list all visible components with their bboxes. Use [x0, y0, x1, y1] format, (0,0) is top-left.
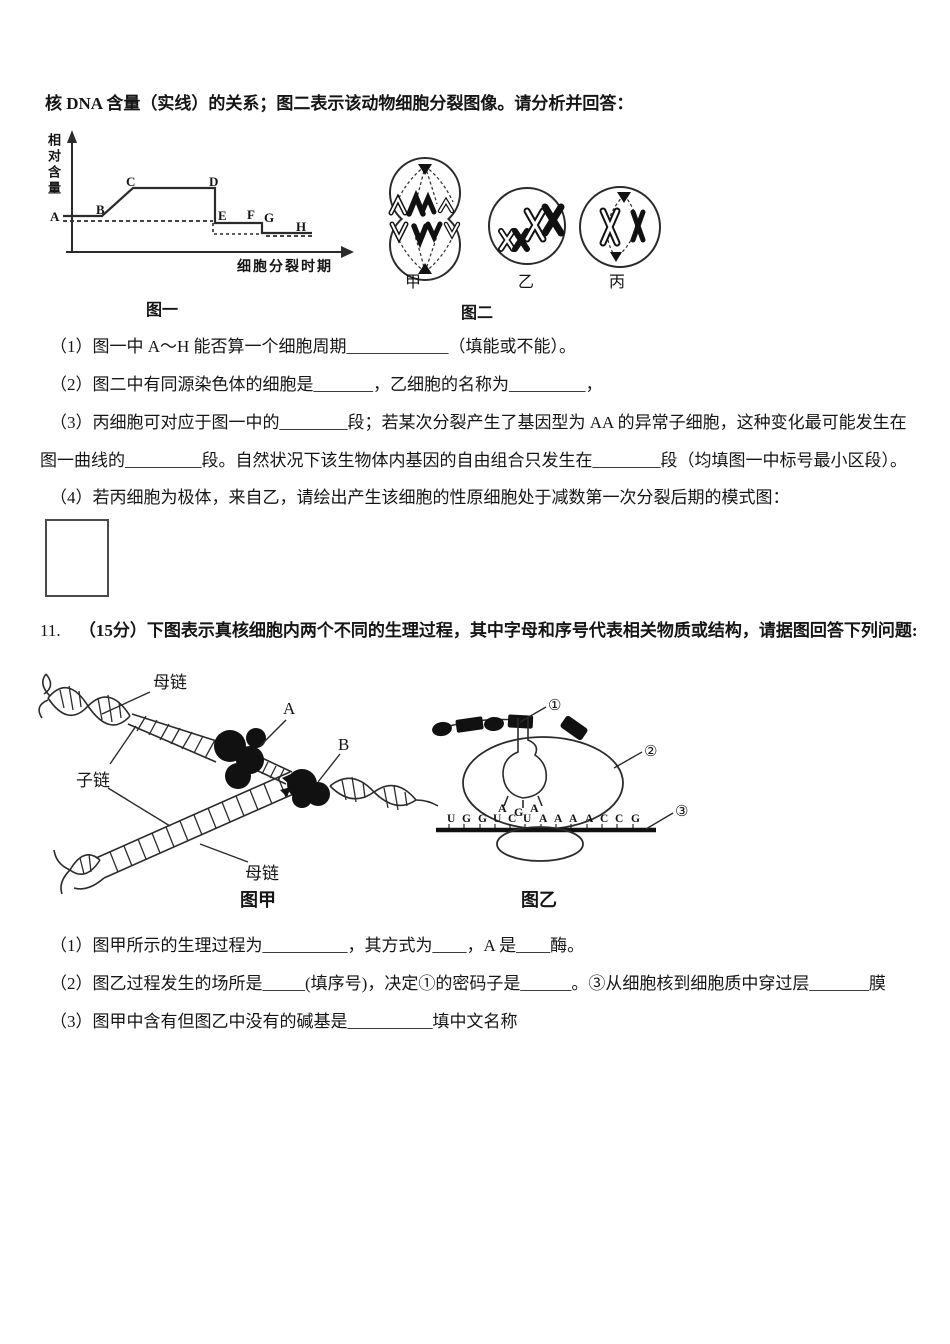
- x-axis-label: 细胞分裂时期: [237, 258, 333, 275]
- cell-label-bing: 丙: [609, 274, 625, 291]
- fig1-point-h: H: [296, 219, 306, 234]
- spindle-fibers: [615, 194, 637, 259]
- cell-bing-membrane: [579, 186, 661, 268]
- mrna-letter: A: [585, 813, 594, 825]
- ribosome-small-oval: [496, 826, 584, 862]
- mrna-letter: U: [447, 813, 456, 825]
- figure-jia-dna-replication: 母链 A B 子链 母链: [38, 673, 439, 895]
- spindle-pole-icon: [418, 263, 432, 274]
- cell-label-jia: 甲: [405, 274, 421, 291]
- marker-3: ③: [675, 804, 688, 820]
- cell-yi: [488, 187, 566, 265]
- question-line: （1）图甲所示的生理过程为__________，其方式为____，A 是____…: [50, 936, 585, 955]
- question-line: （3）图甲中含有但图乙中没有的碱基是__________填中文名称: [50, 1012, 518, 1031]
- answer-box: [45, 519, 109, 597]
- fig1-point-f: F: [247, 207, 255, 222]
- cell-yi-membrane: [488, 187, 566, 265]
- leader-lines: [101, 691, 341, 863]
- mrna-letter: C: [615, 813, 623, 825]
- figure-jia-caption: 图甲: [240, 890, 276, 910]
- trna-shape: [502, 718, 548, 808]
- cell-bing: [579, 186, 661, 268]
- fig1-point-a: A: [50, 209, 60, 224]
- chromosomes: [599, 207, 646, 247]
- x-axis-arrow-icon: [341, 246, 354, 258]
- question-score: （15分）: [78, 621, 147, 640]
- enzyme-b-blob: [280, 769, 330, 808]
- base-pair-rungs: [59, 685, 408, 875]
- enzyme-b-label: B: [338, 735, 349, 754]
- mrna-letter: A: [569, 813, 578, 825]
- question-number: 11.: [40, 621, 61, 640]
- anticodon-letter: G: [514, 805, 523, 819]
- mrna-letter: C: [508, 813, 516, 825]
- question-line: 图一曲线的_________段。自然状况下该生物体内基因的自由组合只发生在___…: [40, 451, 907, 470]
- spindle-fibers: [396, 165, 454, 273]
- figure2-cells: 甲 乙 丙: [388, 157, 661, 291]
- question-line: （2）图二中有同源染色体的细胞是_______，乙细胞的名称为_________…: [50, 375, 603, 394]
- spindle-pole-icon: [617, 192, 631, 203]
- figure2-caption: 图二: [461, 305, 494, 322]
- mother-strand-label-top: 母链: [153, 673, 187, 692]
- cell-jia: [388, 157, 461, 281]
- mrna-letter: G: [478, 813, 487, 825]
- figure1-caption: 图一: [146, 302, 179, 319]
- mrna-codon-letters: U G G U C U A A A A C C G: [447, 813, 640, 825]
- marker-1: ①: [548, 698, 561, 714]
- anticodon-letter: A: [498, 801, 507, 815]
- fig1-point-g: G: [264, 210, 274, 225]
- leader-lines: [519, 706, 674, 830]
- question-line: （1）图一中 A～H 能否算一个细胞周期____________（填能或不能）。: [50, 337, 577, 356]
- question-line: （2）图乙过程发生的场所是_____(填序号)，决定①的密码子是______。③…: [50, 974, 886, 993]
- fig1-point-c: C: [126, 174, 135, 189]
- mrna-letter: U: [523, 813, 532, 825]
- chromosomes: [388, 189, 461, 249]
- cell-jia-membrane: [389, 157, 461, 281]
- question-11-header: 11. （15分）下图表示真核细胞内两个不同的生理过程，其中字母和序号代表相关物…: [40, 620, 918, 642]
- fig1-point-b: B: [96, 202, 105, 217]
- free-amino-acid: [560, 715, 588, 741]
- cell-label-yi: 乙: [518, 274, 534, 291]
- mrna-base-ticks: [448, 824, 634, 829]
- fig1-point-e: E: [218, 208, 227, 223]
- figure-yi-caption: 图乙: [521, 890, 557, 910]
- spindle-pole-icon: [418, 164, 432, 175]
- mother-strand-label-bottom: 母链: [245, 864, 279, 883]
- question-line: （4）若丙细胞为极体，来自乙，请绘出产生该细胞的性原细胞处于减数第一次分裂后期的…: [50, 488, 790, 507]
- y-axis-arrow-icon: [67, 130, 77, 143]
- figure-yi-translation: A G A U G G U C U A A A A C C G ① ②: [432, 698, 688, 862]
- y-axis-label: 相对含量: [46, 133, 61, 197]
- question-line: （3）丙细胞可对应于图一中的________段；若某次分裂产生了基因型为 AA …: [50, 413, 907, 432]
- dashed-curve-box: [212, 223, 263, 235]
- mrna-letter: G: [462, 813, 471, 825]
- mrna-letter: A: [539, 813, 548, 825]
- enzyme-a-label: A: [283, 699, 296, 718]
- mrna-letter: G: [631, 813, 640, 825]
- anticodon-letter: A: [530, 801, 539, 815]
- question-stem: 下图表示真核细胞内两个不同的生理过程，其中字母和序号代表相关物质或结构，请据图回…: [146, 621, 918, 640]
- figure1-graph: A B C D E F G H 细胞分裂时期: [50, 130, 354, 275]
- mrna-letter: U: [493, 813, 502, 825]
- mrna-letter: C: [600, 813, 608, 825]
- intro-text: 核 DNA 含量（实线）的关系；图二表示该动物细胞分裂图像。请分析并回答：: [45, 94, 634, 113]
- fig1-point-d: D: [209, 174, 218, 189]
- chromosomes: [498, 203, 565, 252]
- enzyme-a-blob: [214, 728, 266, 789]
- spindle-pole-icon: [610, 252, 622, 262]
- daughter-strand-label: 子链: [76, 771, 110, 790]
- marker-2: ②: [644, 744, 657, 760]
- mrna-letter: A: [554, 813, 563, 825]
